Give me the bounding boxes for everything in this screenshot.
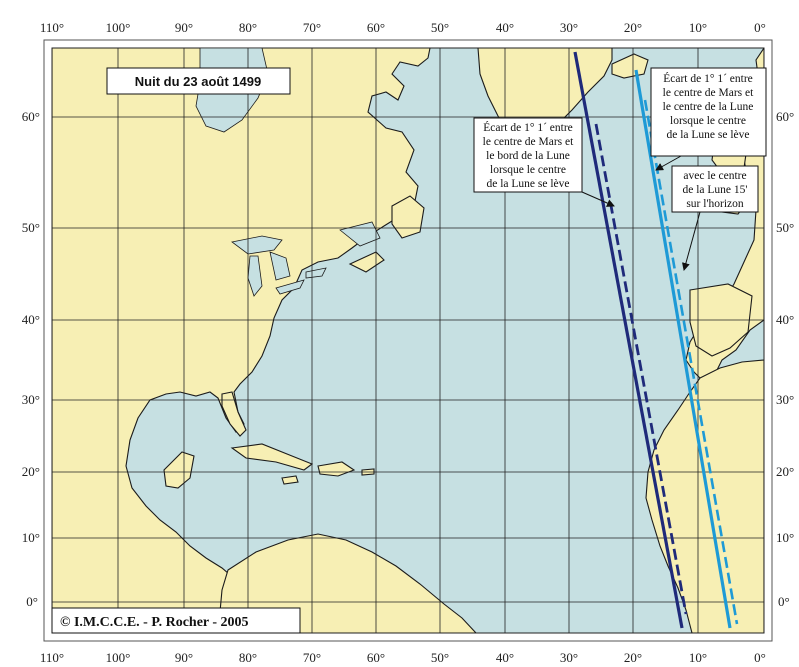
- lon-label-top: 80°: [239, 20, 257, 35]
- lon-label-top: 20°: [624, 20, 642, 35]
- annotation-horizon-line: de la Lune 15': [683, 184, 748, 196]
- title-box: Nuit du 23 août 1499: [106, 67, 291, 95]
- arrow-horizon: [682, 211, 701, 271]
- lon-label-bottom: 60°: [367, 650, 385, 665]
- annotation-limb-line: lorsque le centre: [490, 164, 566, 176]
- annotation-horizon-line: avec le centre: [683, 170, 746, 182]
- lat-label-left: 10°: [22, 530, 40, 545]
- lat-label-right: 60°: [776, 109, 794, 124]
- lon-label-bottom: 100°: [106, 650, 131, 665]
- longitude-grid: [52, 48, 764, 633]
- lat-label-left: 60°: [22, 109, 40, 124]
- lat-label-right: 50°: [776, 220, 794, 235]
- map-title: Nuit du 23 août 1499: [135, 74, 261, 89]
- land-yucatan: [163, 451, 195, 489]
- lon-label-top: 30°: [560, 20, 578, 35]
- lon-label-bottom: 50°: [431, 650, 449, 665]
- lake-huron: [269, 251, 291, 281]
- lon-label-bottom: 70°: [303, 650, 321, 665]
- land-iceland: [611, 53, 649, 79]
- line-mars-center-solid: [634, 69, 732, 629]
- annotation-horizon: avec le centre de la Lune 15' sur l'hori…: [671, 165, 759, 271]
- land-florida: [221, 391, 247, 437]
- longitude-labels-bottom: 110° 100° 90° 80° 70° 60° 50° 40° 30° 20…: [40, 650, 766, 665]
- land-cuba: [230, 443, 314, 471]
- annotation-limb-line: le centre de Mars et: [483, 136, 574, 148]
- map-frame-outer: [43, 39, 773, 642]
- lat-label-right: 30°: [776, 392, 794, 407]
- lon-label-top: 60°: [367, 20, 385, 35]
- lat-label-left: 30°: [22, 392, 40, 407]
- land-hispaniola: [317, 461, 356, 477]
- land-jamaica: [281, 475, 299, 485]
- credit-text: © I.M.C.C.E. - P. Rocher - 2005: [60, 615, 249, 630]
- lat-label-right: 20°: [776, 464, 794, 479]
- latitude-labels-right: 60° 50° 40° 30° 20° 10° 0°: [776, 109, 794, 609]
- lon-label-bottom: 30°: [560, 650, 578, 665]
- lat-label-left: 20°: [22, 464, 40, 479]
- arrow-limb: [581, 191, 615, 207]
- lat-label-right: 10°: [776, 530, 794, 545]
- lon-label-top: 90°: [175, 20, 193, 35]
- land-newfoundland: [391, 195, 425, 239]
- line-mars-limb-solid: [573, 51, 684, 629]
- lon-label-top: 110°: [40, 20, 64, 35]
- lat-label-right: 40°: [776, 312, 794, 327]
- annotation-limb-line: le bord de la Lune: [486, 150, 570, 162]
- lon-label-bottom: 80°: [239, 650, 257, 665]
- lon-label-bottom: 110°: [40, 650, 64, 665]
- lon-label-bottom: 0°: [754, 650, 766, 665]
- longitude-labels-top: 110° 100° 90° 80° 70° 60° 50° 40° 30° 20…: [40, 20, 766, 35]
- lon-label-top: 70°: [303, 20, 321, 35]
- lake-superior: [231, 235, 283, 255]
- annotation-center-line: Écart de 1° 1´ entre: [663, 71, 753, 85]
- annotation-center-line: le centre de la Lune: [663, 101, 754, 113]
- annotation-horizon-line: sur l'horizon: [686, 198, 744, 210]
- credit-box: © I.M.C.C.E. - P. Rocher - 2005: [51, 607, 301, 634]
- lat-label-right: 0°: [778, 594, 790, 609]
- lon-label-bottom: 10°: [689, 650, 707, 665]
- lat-label-left: 0°: [26, 594, 38, 609]
- lon-label-bottom: 40°: [496, 650, 514, 665]
- lon-label-top: 50°: [431, 20, 449, 35]
- lon-label-bottom: 90°: [175, 650, 193, 665]
- lake-ontario: [305, 267, 327, 279]
- lon-label-top: 40°: [496, 20, 514, 35]
- latitude-labels-left: 60° 50° 40° 30° 20° 10° 0°: [22, 109, 40, 609]
- lon-label-top: 10°: [689, 20, 707, 35]
- lat-label-left: 50°: [22, 220, 40, 235]
- land-nova-scotia: [348, 251, 385, 273]
- annotation-center: Écart de 1° 1´ entre le centre de Mars e…: [650, 67, 767, 171]
- land-africa: [645, 359, 764, 633]
- annotation-center-line: lorsque le centre: [670, 115, 746, 127]
- arrow-center: [655, 155, 682, 171]
- lon-label-top: 0°: [754, 20, 766, 35]
- annotation-limb-line: de la Lune se lève: [486, 178, 569, 190]
- line-mars-center-dashed: [643, 99, 739, 625]
- land-north-america: [52, 48, 431, 619]
- annotation-limb-line: Écart de 1° 1´ entre: [483, 120, 573, 134]
- annotation-limb: Écart de 1° 1´ entre le centre de Mars e…: [473, 117, 615, 207]
- lake-erie: [275, 279, 305, 295]
- annotation-center-line: de la Lune se lève: [666, 129, 749, 141]
- lon-label-top: 100°: [106, 20, 131, 35]
- lon-label-bottom: 20°: [624, 650, 642, 665]
- lat-label-left: 40°: [22, 312, 40, 327]
- annotation-center-line: le centre de Mars et: [663, 87, 754, 99]
